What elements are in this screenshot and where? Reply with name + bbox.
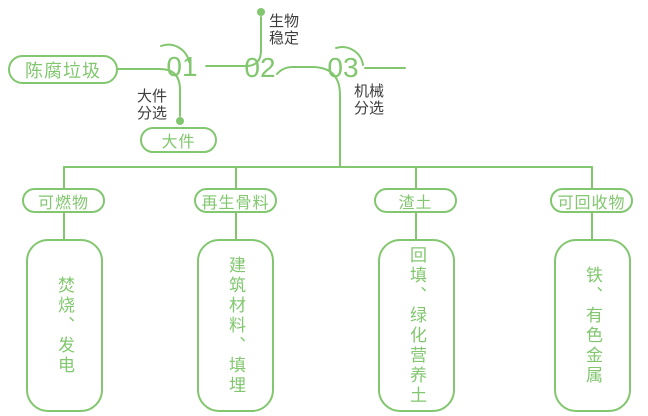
arc-step1 — [160, 43, 190, 63]
node-source: 陈腐垃圾 — [8, 55, 118, 84]
connector-dot-bio — [257, 8, 265, 16]
category-label: 渣土 — [398, 194, 433, 212]
node-category-combustible: 可燃物 — [22, 188, 105, 213]
line-step1-to-step2 — [205, 16, 262, 67]
step-number-1: 01 — [166, 51, 198, 82]
connector-dot-bulky — [176, 117, 184, 125]
category-label: 再生骨料 — [201, 194, 270, 212]
step-number-2: 02 — [244, 52, 276, 83]
category-label: 可回收物 — [557, 194, 626, 212]
arc-step3 — [335, 46, 364, 66]
result-box-slag-soil: 回填、绿化营养土 — [378, 239, 455, 412]
step-number-3: 03 — [327, 52, 359, 83]
result-text: 焚烧、发电 — [55, 275, 74, 376]
result-text: 铁、有色金属 — [583, 265, 602, 386]
node-category-slag-soil: 渣土 — [374, 188, 457, 213]
node-category-recyclable: 可回收物 — [550, 188, 633, 213]
result-text: 建筑材料、填埋 — [226, 255, 245, 396]
result-box-recycled-aggregate: 建筑材料、填埋 — [197, 239, 274, 412]
step-label-mechanical-sorting: 机械 分选 — [354, 83, 385, 117]
category-label: 可燃物 — [37, 194, 89, 212]
step-label-bio-stabilization: 生物 稳定 — [269, 13, 300, 47]
node-category-recycled-aggregate: 再生骨料 — [194, 188, 277, 213]
node-source-label: 陈腐垃圾 — [25, 60, 101, 81]
line-step2-to-step3 — [276, 66, 341, 168]
node-bulky-output: 大件 — [140, 127, 217, 153]
step-label-bulky-sorting: 大件 分选 — [137, 88, 168, 122]
result-box-combustible: 焚烧、发电 — [26, 239, 103, 412]
result-text: 回填、绿化营养土 — [407, 245, 426, 406]
line-source-to-step1 — [117, 68, 181, 117]
node-bulky-label: 大件 — [161, 134, 196, 151]
result-box-recyclable: 铁、有色金属 — [554, 239, 631, 412]
